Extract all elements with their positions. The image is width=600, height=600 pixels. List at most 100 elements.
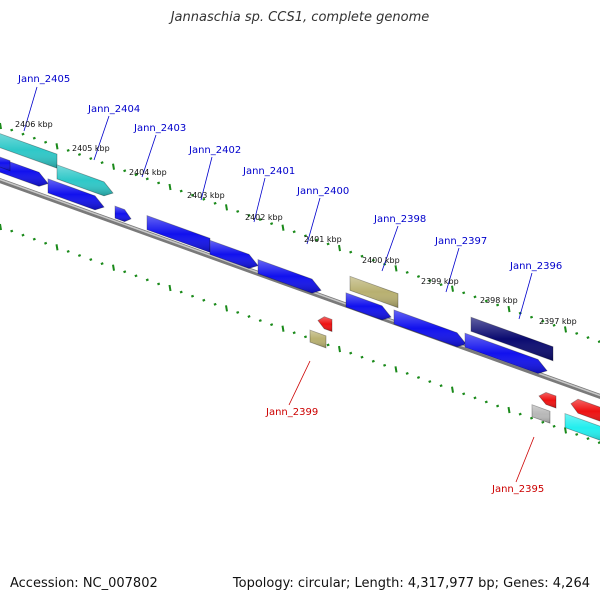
upper-tick-mark xyxy=(157,181,161,185)
gene-label-jann_2402[interactable]: Jann_2402 xyxy=(188,145,241,156)
label-leader-lines xyxy=(23,86,535,483)
lower-tick-mark xyxy=(0,223,2,231)
gene-feature-shade xyxy=(48,178,104,210)
upper-tick-mark xyxy=(168,183,172,191)
upper-tick-mark xyxy=(586,336,590,340)
upper-tick-mark xyxy=(112,163,115,170)
upper-tick-mark xyxy=(552,323,556,327)
gene-label-jann_2400[interactable]: Jann_2400 xyxy=(296,186,349,197)
leader-line-jann_2396 xyxy=(518,272,533,320)
lower-tick-track xyxy=(0,223,600,445)
lower-tick-mark xyxy=(405,371,409,375)
lower-tick-mark xyxy=(428,380,432,384)
lower-tick-mark xyxy=(586,437,590,441)
upper-tick-mark xyxy=(213,201,217,205)
upper-tick-mark xyxy=(145,177,149,181)
gene-feature-shade xyxy=(394,310,466,347)
gene-feature-shade xyxy=(0,157,10,171)
upper-tick-mark xyxy=(225,204,228,211)
upper-tick-mark xyxy=(258,218,262,222)
upper-tick-mark xyxy=(564,326,567,333)
lower-tick-mark xyxy=(349,351,353,355)
lower-tick-mark xyxy=(66,249,70,253)
upper-tick-mark xyxy=(575,332,579,335)
lower-tick-mark xyxy=(496,404,500,408)
gene-feature-shade xyxy=(318,316,332,332)
kbp-label-2404: 2404 kbp xyxy=(129,168,167,177)
lower-tick-mark xyxy=(179,290,183,294)
gene-feature-shade xyxy=(565,413,600,441)
gene-feature-shade xyxy=(350,276,398,308)
feature-track xyxy=(0,133,600,441)
lower-tick-mark xyxy=(89,258,93,262)
gene-label-jann_2403[interactable]: Jann_2403 xyxy=(133,123,186,134)
leader-line-jann_2401 xyxy=(253,177,266,223)
lower-tick-mark xyxy=(507,406,511,414)
lower-tick-mark xyxy=(416,376,421,379)
upper-tick-mark xyxy=(10,128,14,132)
gene-label-jann_2399[interactable]: Jann_2399 xyxy=(265,407,318,418)
leader-line-jann_2402 xyxy=(200,156,213,201)
upper-tick-track xyxy=(0,122,600,344)
gene-feature-shade xyxy=(258,259,321,294)
lower-tick-mark xyxy=(157,282,161,286)
gene-feature-shade xyxy=(147,215,210,253)
upper-tick-mark xyxy=(123,169,127,173)
gene-feature-shade xyxy=(465,333,547,374)
gene-label-jann_2401[interactable]: Jann_2401 xyxy=(242,166,295,177)
lower-tick-mark xyxy=(564,427,567,434)
lower-tick-mark xyxy=(168,284,172,292)
gene-label-jann_2395[interactable]: Jann_2395 xyxy=(491,484,544,495)
lower-tick-mark xyxy=(439,384,443,388)
upper-tick-mark xyxy=(428,279,432,283)
upper-tick-mark xyxy=(484,299,488,303)
gene-feature-shade xyxy=(0,133,57,169)
gene-feature-shade xyxy=(115,206,131,222)
leader-line-jann_2403 xyxy=(141,134,157,178)
gene-feature-shade xyxy=(471,317,553,361)
gene-feature-shade xyxy=(532,404,550,424)
gene-label-jann_2404[interactable]: Jann_2404 xyxy=(87,104,140,115)
upper-tick-mark xyxy=(371,258,375,262)
upper-tick-mark xyxy=(89,157,93,161)
upper-tick-mark xyxy=(77,153,82,156)
gene-label-jann_2397[interactable]: Jann_2397 xyxy=(434,236,487,247)
gene-feature-shade xyxy=(539,392,556,409)
gene-label-jann_2396[interactable]: Jann_2396 xyxy=(509,261,562,272)
upper-tick-mark xyxy=(303,234,308,238)
kbp-label-2399: 2399 kbp xyxy=(421,277,459,286)
gene-feature-shade xyxy=(346,292,391,320)
gene-labels: Jann_2405Jann_2404Jann_2403Jann_2402Jann… xyxy=(17,74,562,495)
kbp-label-2405: 2405 kbp xyxy=(72,144,110,153)
upper-tick-mark xyxy=(270,222,274,226)
kbp-label-2402: 2402 kbp xyxy=(245,213,283,222)
lower-tick-mark xyxy=(10,229,14,233)
lower-tick-mark xyxy=(360,355,364,359)
lower-tick-mark xyxy=(484,400,488,404)
leader-line-jann_2398 xyxy=(381,225,399,272)
leader-line-jann_2405 xyxy=(23,86,38,132)
leader-line-jann_2404 xyxy=(93,115,110,161)
lower-tick-mark xyxy=(303,335,308,339)
gene-label-jann_2398[interactable]: Jann_2398 xyxy=(373,214,426,225)
lower-tick-mark xyxy=(247,315,251,318)
upper-tick-mark xyxy=(473,295,477,299)
lower-tick-mark xyxy=(44,241,48,245)
leader-line-jann_2400 xyxy=(306,197,321,245)
lower-tick-mark xyxy=(338,345,341,353)
accession-text: Accession: NC_007802 xyxy=(10,576,158,591)
upper-tick-mark xyxy=(236,209,240,213)
upper-tick-mark xyxy=(100,161,104,165)
lower-tick-mark xyxy=(77,254,82,257)
kbp-label-2403: 2403 kbp xyxy=(187,191,225,200)
upper-tick-mark xyxy=(326,242,330,246)
upper-tick-mark xyxy=(32,136,36,140)
upper-tick-mark xyxy=(44,140,48,144)
gene-label-jann_2405[interactable]: Jann_2405 xyxy=(17,74,70,85)
lower-tick-mark xyxy=(100,262,104,266)
lower-tick-mark xyxy=(518,412,522,416)
lower-tick-mark xyxy=(292,331,296,335)
lower-tick-mark xyxy=(145,278,149,282)
lower-tick-mark xyxy=(371,359,375,363)
upper-tick-mark xyxy=(247,214,251,217)
